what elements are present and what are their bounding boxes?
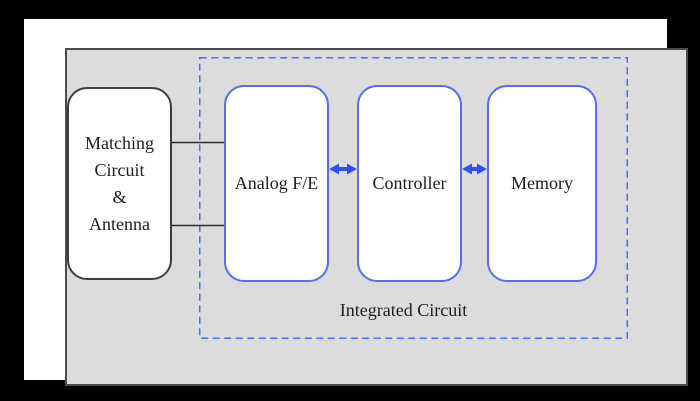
label-line: & (112, 186, 127, 207)
block-label: Analog F/E (234, 173, 319, 193)
block-label: Controller (372, 173, 447, 193)
block-memory: Memory (487, 85, 597, 282)
label-line: Antenna (89, 213, 150, 234)
label-line: Circuit (94, 159, 145, 180)
integrated-circuit-label: Integrated Circuit (339, 300, 468, 320)
block-analog-fe: Analog F/E (224, 85, 329, 282)
label-line: Matching (85, 132, 154, 153)
block-label: Memory (511, 173, 573, 193)
block-matching-circuit-antenna: Matching Circuit & Antenna (67, 87, 172, 280)
block-label: Matching Circuit & Antenna (85, 130, 154, 238)
block-controller: Controller (357, 85, 462, 282)
